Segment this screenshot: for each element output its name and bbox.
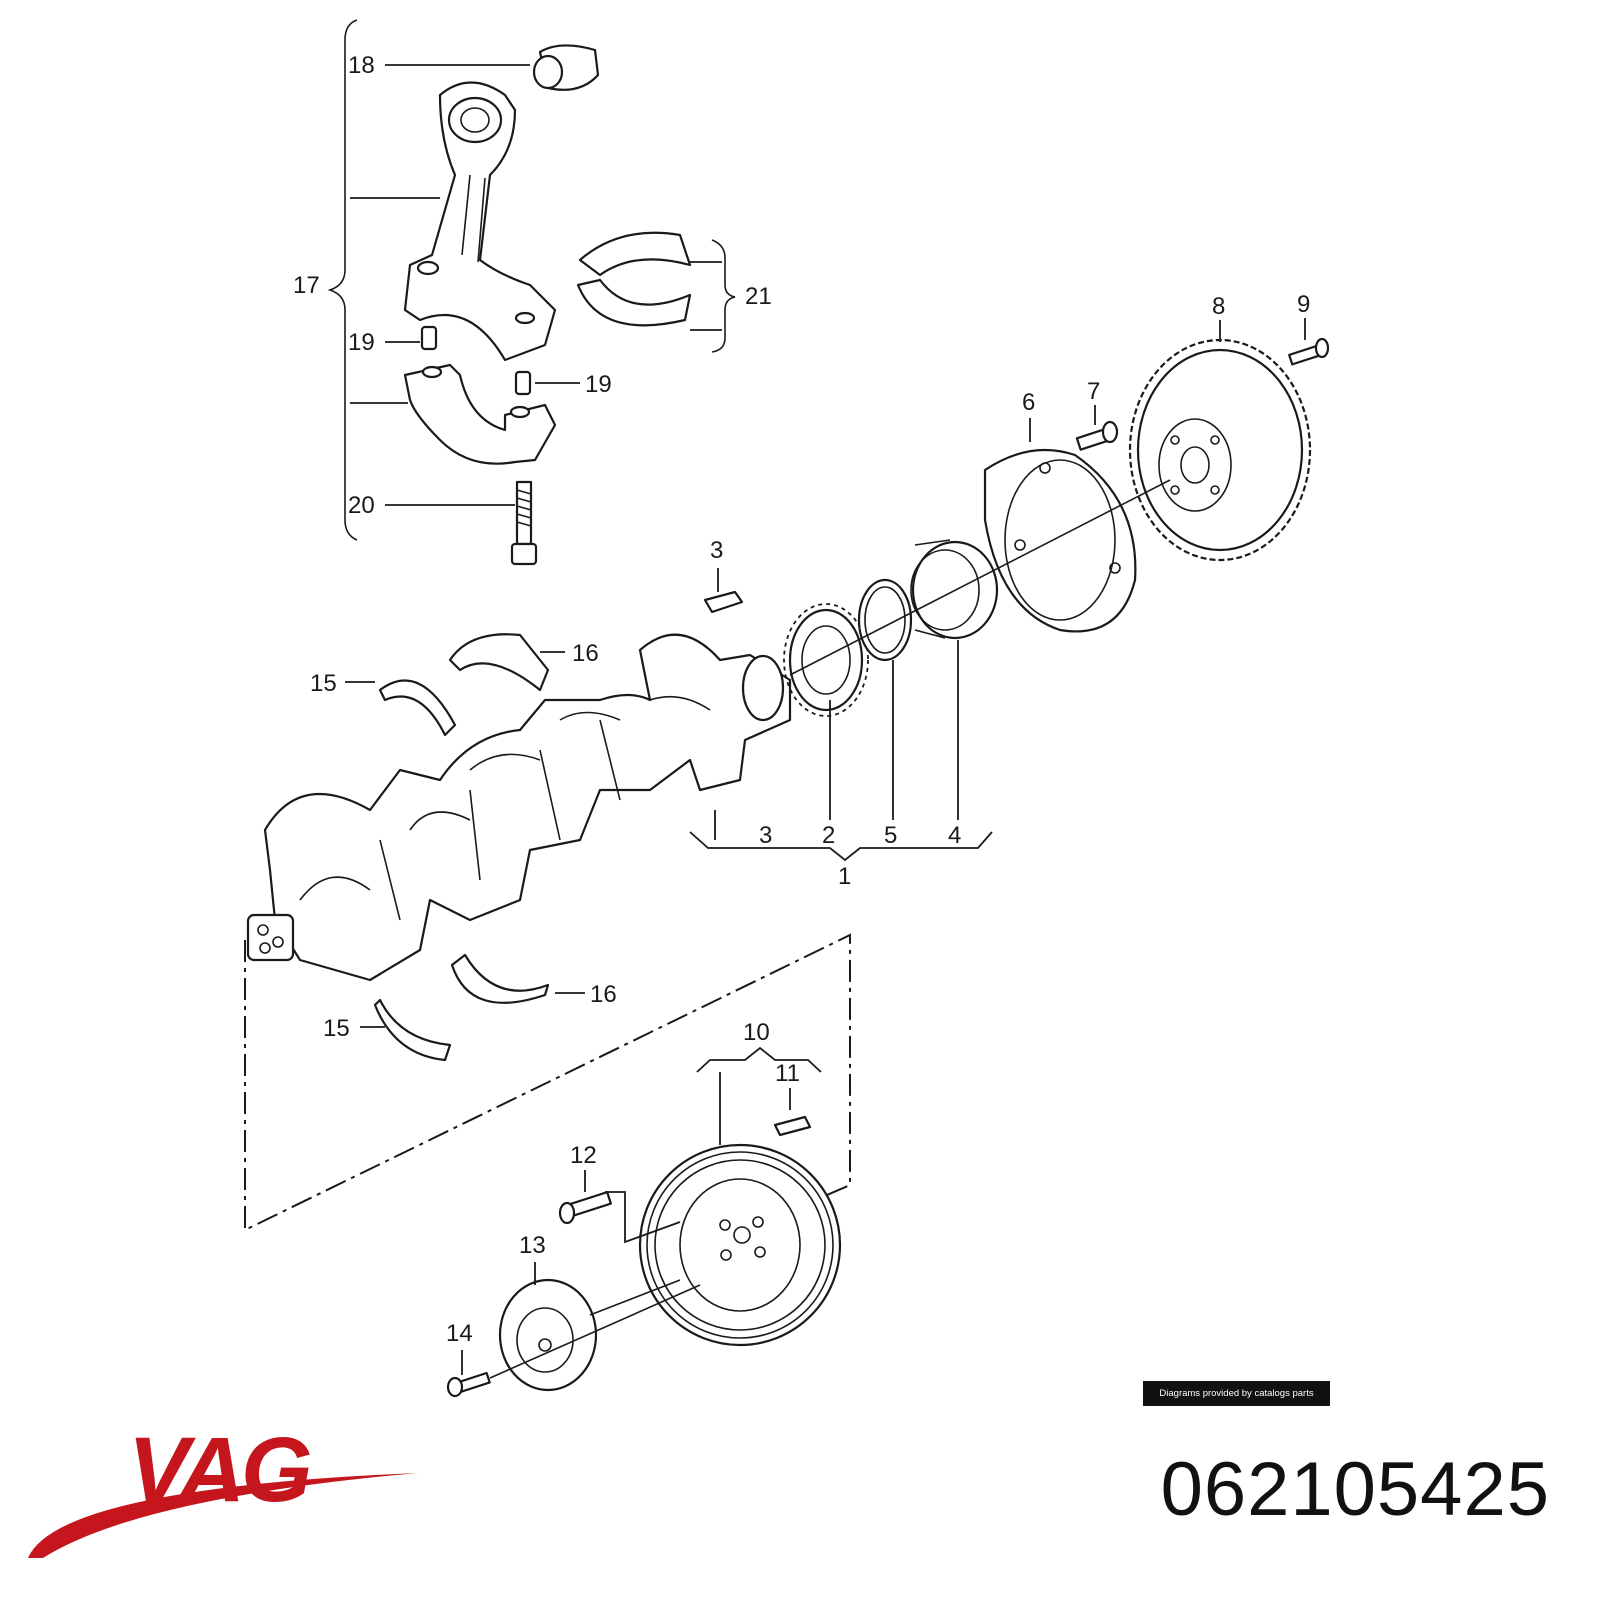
thrust-washer	[378, 679, 457, 737]
seal-ring	[857, 578, 913, 662]
oil-seal	[910, 539, 999, 640]
callout-11: 11	[775, 1060, 800, 1087]
callout-8: 8	[1212, 293, 1225, 320]
callout-14: 14	[446, 1320, 473, 1347]
bracket-17	[327, 19, 358, 541]
callout-5: 5	[884, 822, 897, 849]
bolt-guide-line	[605, 1191, 681, 1244]
bolt	[558, 1191, 612, 1225]
dowel-sleeve	[420, 325, 438, 351]
callout-16: 16	[590, 981, 617, 1008]
bolt	[1075, 420, 1119, 451]
callout-9: 9	[1297, 291, 1310, 318]
bracket-1	[689, 831, 993, 862]
bracket-21	[711, 239, 736, 353]
callout-7: 7	[1087, 378, 1100, 405]
callout-15: 15	[310, 670, 337, 697]
main-bearing-shell	[450, 953, 550, 1004]
callout-10: 10	[743, 1019, 770, 1046]
callout-4: 4	[948, 822, 961, 849]
thrust-washer	[373, 998, 452, 1062]
vag-logo: VAG	[18, 1418, 438, 1568]
key	[703, 590, 744, 614]
callout-19: 19	[348, 329, 375, 356]
shim-plate	[983, 448, 1137, 633]
callout-15: 15	[323, 1015, 350, 1042]
callout-18: 18	[348, 52, 375, 79]
pulley-axis-line	[489, 1279, 701, 1379]
connecting-rod	[403, 81, 557, 362]
bracket-10	[696, 1046, 822, 1073]
axis-line	[789, 479, 1171, 676]
connecting-rod-cap	[403, 363, 557, 465]
bolt	[1288, 337, 1330, 366]
brand-name: VAG	[128, 1419, 313, 1521]
callout-3: 3	[710, 537, 723, 564]
washer-plate	[498, 1278, 598, 1392]
crankshaft-pulley	[638, 1143, 842, 1347]
pin	[773, 1115, 812, 1137]
diagram-credit-badge: Diagrams provided by catalogs parts	[1143, 1381, 1330, 1406]
small-end-bushing	[532, 44, 600, 91]
dashed-group-frame	[244, 933, 851, 1232]
callout-2: 2	[822, 822, 835, 849]
part-number: 062105425	[1160, 1447, 1550, 1532]
dowel-sleeve	[514, 370, 532, 396]
callout-16: 16	[572, 640, 599, 667]
callout-12: 12	[570, 1142, 597, 1169]
crankshaft	[246, 633, 792, 982]
callout-19: 19	[585, 371, 612, 398]
crank-gear	[783, 603, 869, 717]
main-bearing-shell	[448, 633, 550, 692]
flywheel-drive-plate	[1128, 338, 1312, 562]
callout-13: 13	[519, 1232, 546, 1259]
callout-17: 17	[293, 272, 320, 299]
big-end-bearing-shells	[576, 231, 692, 327]
callout-1: 1	[838, 863, 851, 890]
leader-21	[690, 261, 722, 331]
diagram-credit-text: Diagrams provided by catalogs parts	[1159, 1388, 1314, 1399]
callout-6: 6	[1022, 389, 1035, 416]
leader-17	[350, 197, 440, 404]
callout-21: 21	[745, 283, 772, 310]
callout-3: 3	[759, 822, 772, 849]
bolt	[446, 1371, 491, 1398]
seal-ring-inner	[864, 586, 906, 654]
callout-20: 20	[348, 492, 375, 519]
logo-swoosh-icon	[28, 1473, 418, 1558]
rod-bolt	[510, 480, 538, 566]
